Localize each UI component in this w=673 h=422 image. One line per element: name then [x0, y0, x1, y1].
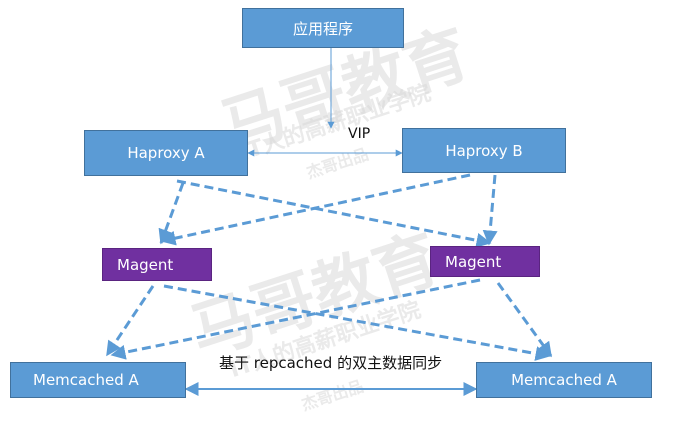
app-box: 应用程序 [242, 8, 404, 48]
replication-label: 基于 repcached 的双主数据同步 [219, 354, 443, 372]
memcached-right-box: Memcached A [476, 362, 652, 398]
haproxy-b-box: Haproxy B [402, 128, 566, 173]
memcached-left-box: Memcached A [10, 362, 186, 398]
magent-left-to-memcached-right [163, 284, 551, 361]
haproxy-b-to-magent-left [160, 173, 471, 246]
haproxy-a-box: Haproxy A [84, 130, 248, 176]
haproxy-a-to-magent-left [158, 182, 185, 245]
vip-label: VIP [348, 126, 371, 142]
haproxy-b-to-magent-right [482, 174, 498, 246]
magent-right-to-memcached-right [496, 282, 553, 358]
haproxy-a-to-magent-right [176, 179, 492, 248]
magent-left-box: Magent [102, 248, 212, 281]
magent-right-to-memcached-left [110, 278, 481, 360]
magent-left-to-memcached-left [105, 285, 155, 357]
magent-right-box: Magent [430, 246, 540, 277]
